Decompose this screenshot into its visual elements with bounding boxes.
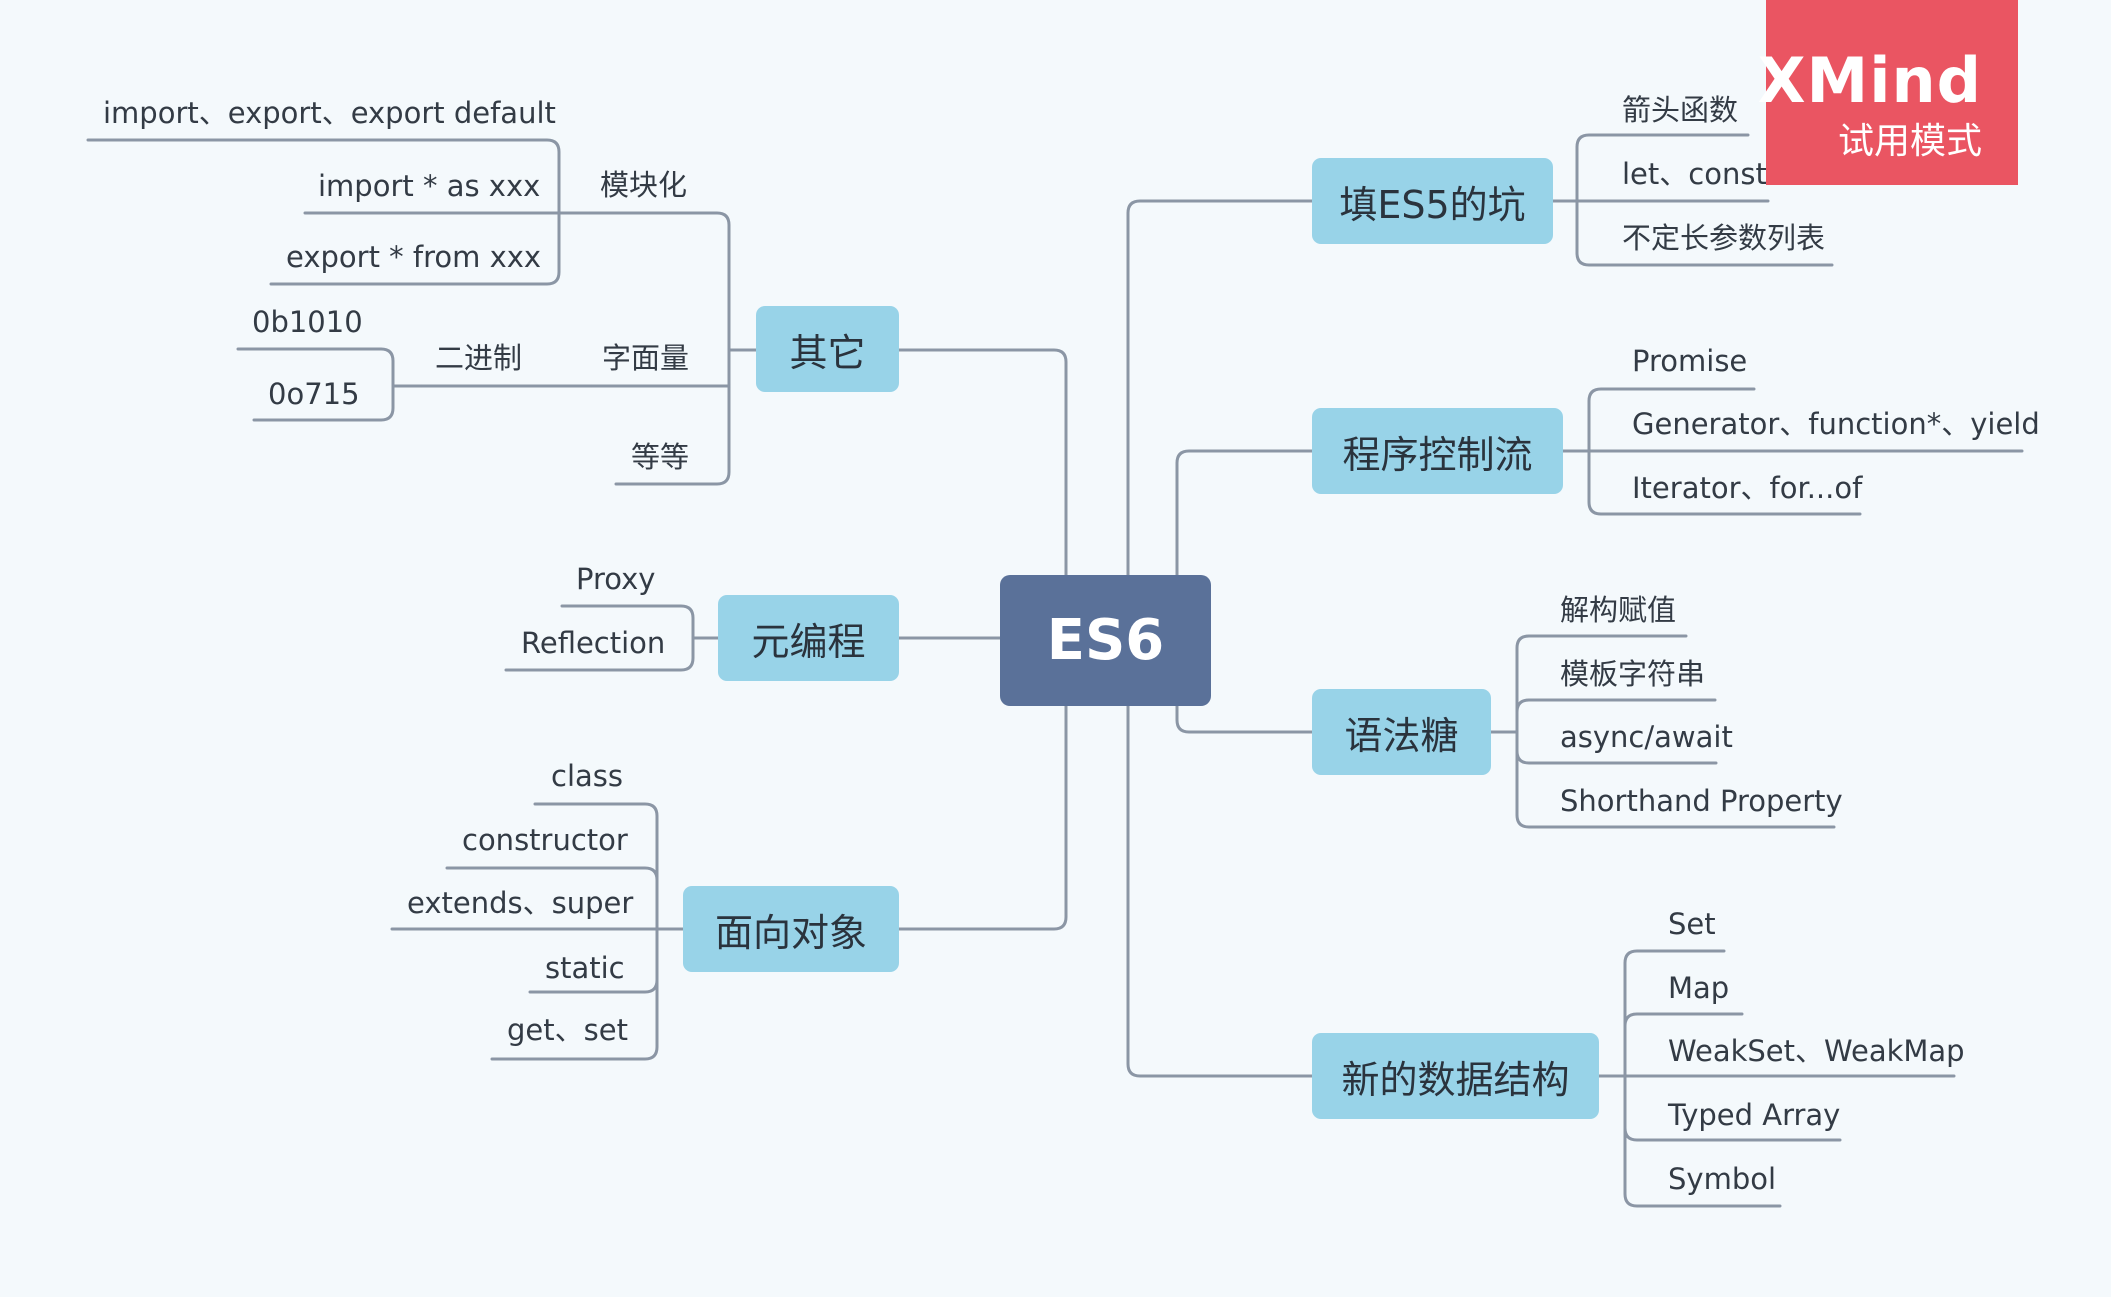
leaf-get-set[interactable]: get、set (507, 1013, 628, 1047)
trial-mode-label: 试用模式 (1837, 121, 1982, 162)
leaf-extends-super[interactable]: extends、super (407, 886, 634, 920)
leaf-rest-params[interactable]: 不定长参数列表 (1622, 221, 1826, 255)
topic-metaprogramming[interactable]: 元编程 (718, 595, 899, 681)
leaf-export-from[interactable]: export * from xxx (286, 240, 542, 274)
leaf-destructuring[interactable]: 解构赋值 (1560, 593, 1677, 627)
leaf-weakset-weakmap[interactable]: WeakSet、WeakMap (1668, 1034, 1965, 1068)
leaf-let-const[interactable]: let、const (1622, 157, 1767, 191)
leaf-map[interactable]: Map (1668, 971, 1730, 1005)
leaf-class[interactable]: class (551, 759, 623, 793)
topic-syntactic-sugar[interactable]: 语法糖 (1312, 689, 1491, 775)
leaf-0o715[interactable]: 0o715 (268, 377, 360, 411)
topic-others[interactable]: 其它 (756, 306, 899, 392)
leaf-proxy[interactable]: Proxy (576, 562, 656, 596)
leaf-iterator[interactable]: Iterator、for...of (1632, 471, 1863, 505)
root-topic-es6[interactable]: ES6 (1000, 575, 1211, 706)
leaf-async-await[interactable]: async/await (1560, 720, 1733, 754)
topic-oop[interactable]: 面向对象 (683, 886, 899, 972)
leaf-set[interactable]: Set (1668, 907, 1716, 941)
leaf-constructor[interactable]: constructor (462, 823, 628, 857)
leaf-reflection[interactable]: Reflection (521, 626, 666, 660)
subtopic-etc[interactable]: 等等 (631, 440, 690, 474)
leaf-generator[interactable]: Generator、function*、yield (1632, 407, 2040, 441)
leaf-typed-array[interactable]: Typed Array (1668, 1098, 1841, 1132)
topic-control-flow[interactable]: 程序控制流 (1312, 408, 1563, 494)
leaf-promise[interactable]: Promise (1632, 344, 1748, 378)
leaf-template-strings[interactable]: 模板字符串 (1560, 657, 1706, 691)
topic-data-structures[interactable]: 新的数据结构 (1312, 1033, 1599, 1119)
leaf-import-as[interactable]: import * as xxx (318, 169, 541, 203)
topic-es5-fixes[interactable]: 填ES5的坑 (1312, 158, 1553, 244)
leaf-import-export[interactable]: import、export、export default (103, 96, 556, 130)
subtopic-binary[interactable]: 二进制 (435, 341, 523, 375)
xmind-brand-logo: XMind (1757, 44, 1982, 117)
leaf-0b1010[interactable]: 0b1010 (252, 305, 363, 339)
leaf-symbol[interactable]: Symbol (1668, 1162, 1777, 1196)
subtopic-literals[interactable]: 字面量 (602, 341, 690, 375)
leaf-static[interactable]: static (545, 951, 625, 985)
leaf-arrow-functions[interactable]: 箭头函数 (1622, 93, 1739, 127)
xmind-trial-badge: XMind 试用模式 (1758, 0, 2018, 185)
subtopic-modules[interactable]: 模块化 (600, 168, 688, 202)
leaf-shorthand-property[interactable]: Shorthand Property (1560, 784, 1843, 818)
